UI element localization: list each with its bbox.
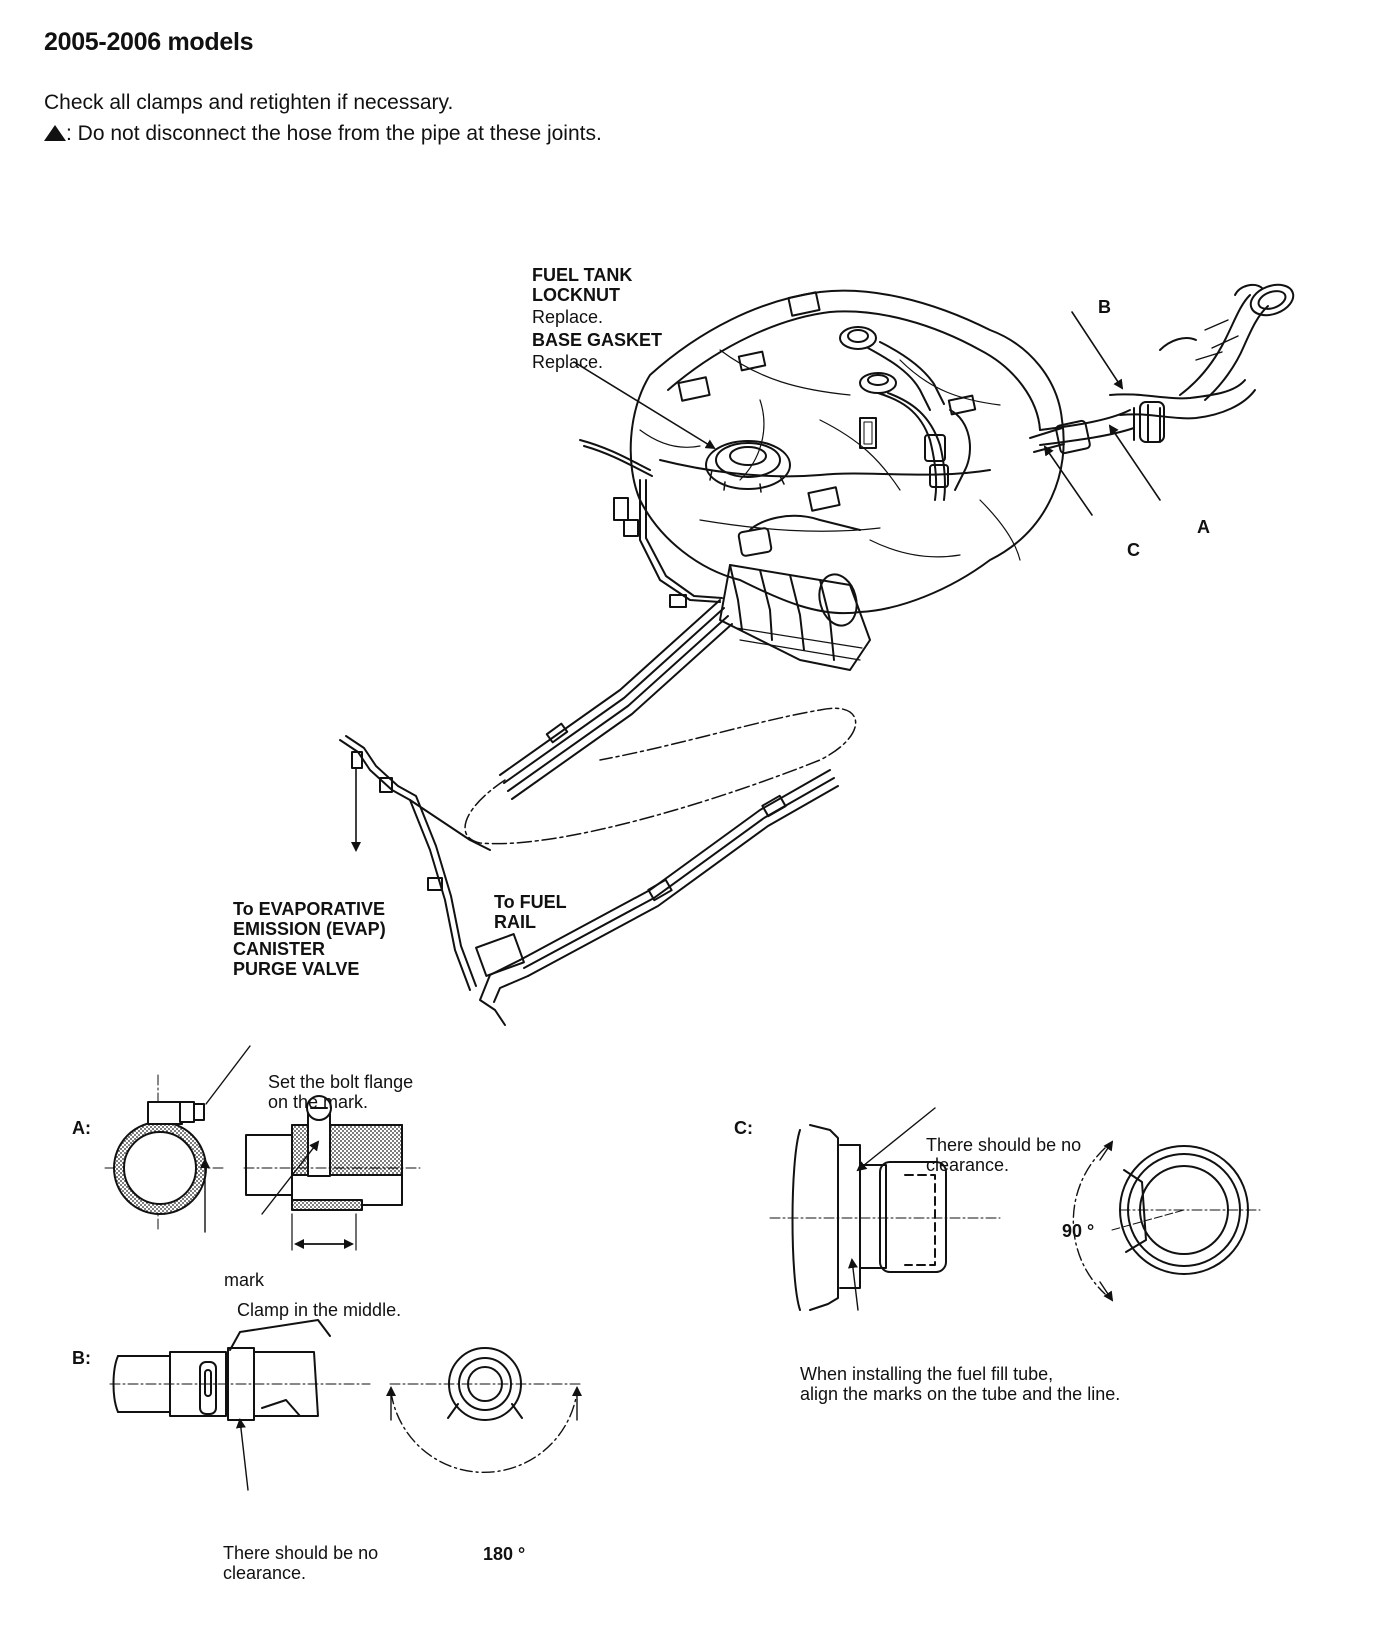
detail-b-heading: B: [72, 1348, 91, 1368]
instruction-joints-text: : Do not disconnect the hose from the pi… [66, 122, 602, 145]
detail-c-angle: 90 ° [1062, 1221, 1095, 1241]
callout-a-leader [1108, 424, 1161, 501]
detail-b-drawing [109, 1319, 582, 1491]
fuel-lines-upper [499, 599, 733, 800]
tank-side-lines [579, 439, 723, 608]
detail-a-heading: A: [72, 1118, 91, 1138]
continuation-loop [464, 707, 857, 845]
locknut-leader [573, 361, 716, 450]
evap-purge-label: To EVAPORATIVE EMISSION (EVAP) CANISTER … [233, 899, 386, 979]
detail-b-clearance-note: There should be no clearance. [223, 1543, 379, 1583]
bolt-flange-note: Set the bolt flange on the mark. [268, 1072, 414, 1112]
fuel-tank [629, 289, 1065, 615]
clamp-middle-note: Clamp in the middle. [237, 1300, 402, 1320]
gasket-title: BASE GASKET [532, 330, 663, 350]
callout-c: C [1127, 540, 1140, 560]
fuel-filler-neck [1029, 283, 1295, 455]
callout-c-leader [1043, 445, 1093, 516]
fuel-lines-lower [339, 735, 839, 1026]
mark-label: mark [224, 1270, 264, 1290]
evap-canister [719, 514, 871, 671]
callout-a: A [1197, 517, 1210, 537]
callout-b-leader [1071, 311, 1124, 390]
detail-b-angle: 180 ° [483, 1544, 526, 1564]
callout-b: B [1098, 297, 1111, 317]
instruction-clamps: Check all clamps and retighten if necess… [44, 91, 454, 114]
instruction-joints: : Do not disconnect the hose from the pi… [44, 122, 602, 146]
detail-c-heading: C: [734, 1118, 753, 1138]
fuel-rail-label: To FUEL RAIL [494, 892, 567, 932]
detail-c-clearance-note: There should be no clearance. [926, 1135, 1082, 1175]
fill-tube-install-note: When installing the fuel fill tube, alig… [800, 1364, 1121, 1404]
locknut-note: Replace. [532, 307, 604, 327]
vent-hoses [867, 341, 971, 501]
detail-c-drawing [769, 1107, 1261, 1311]
gasket-note: Replace. [532, 352, 604, 372]
locknut-title: FUEL TANK LOCKNUT [532, 265, 633, 305]
detail-a-drawing [104, 1045, 421, 1251]
warning-triangle-icon [44, 125, 66, 141]
page-title: 2005-2006 models [44, 28, 254, 56]
